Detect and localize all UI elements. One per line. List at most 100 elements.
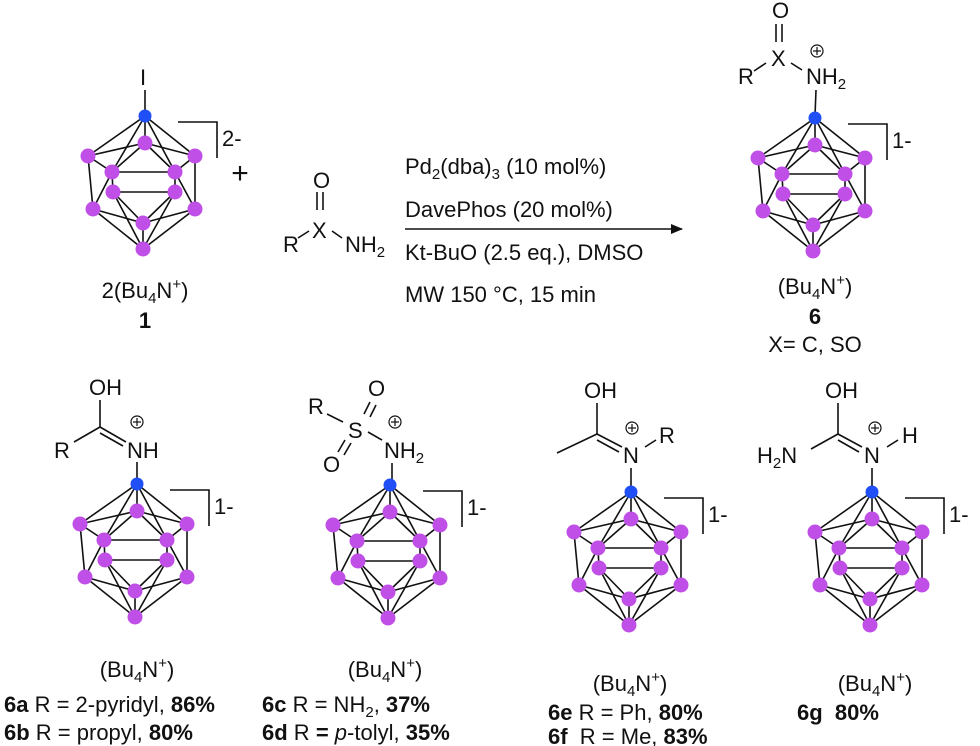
boron-vertex-atom xyxy=(857,203,873,219)
cage-edge xyxy=(87,115,146,157)
closo-cluster-6c: 1- xyxy=(325,478,487,626)
cage-edge xyxy=(134,559,168,618)
cage-edge xyxy=(112,191,144,250)
cage-edge xyxy=(92,208,144,250)
amine-label: NH2 xyxy=(806,64,846,93)
cage-edge xyxy=(87,155,94,210)
reactant-2-amide: O X R NH2 xyxy=(283,168,385,261)
boron-vertex-atom xyxy=(812,577,828,593)
counterion-label: (Bu4N+) xyxy=(593,669,668,700)
cage-edge xyxy=(871,491,903,549)
cluster-charge-label: 1- xyxy=(467,495,487,520)
cluster-charge-label: 1- xyxy=(708,502,728,527)
cage-edge xyxy=(144,115,176,173)
reactant-1-iodo-cluster: I 2- 2(Bu4N+) 1 xyxy=(80,65,242,333)
x-label: X xyxy=(771,46,786,71)
cage-edge xyxy=(103,483,138,541)
entry-6c: 6c R = NH2, 37% xyxy=(262,692,430,721)
r-label: R xyxy=(283,232,299,257)
boron-vertex-atom xyxy=(894,560,910,576)
boron-vertex-atom xyxy=(831,540,847,556)
x-label: X xyxy=(312,218,327,243)
closo-cluster-6g: 1- xyxy=(807,485,969,633)
cage-edge xyxy=(628,567,662,626)
boron-vertex-atom xyxy=(566,524,582,540)
cage-edge xyxy=(332,511,391,526)
cage-edge xyxy=(387,577,441,619)
boron-vertex-atom xyxy=(135,215,151,231)
compound-number-1: 1 xyxy=(139,308,151,333)
cage-edge xyxy=(84,576,136,592)
boron-vertex-atom xyxy=(382,504,398,520)
cage-edge xyxy=(332,524,339,579)
counterion-label: (Bu4N+) xyxy=(838,669,913,700)
cage-edge xyxy=(136,483,168,541)
bond xyxy=(73,426,101,443)
hydroxyl-label: OH xyxy=(825,378,858,403)
product-6: O X R NH2 1- (Bu4N+) 6 X= C, SO xyxy=(738,0,912,357)
oxygen-label: O xyxy=(313,168,330,193)
cage-edge xyxy=(814,117,846,175)
entry-6b: 6b R = propyl, 80% xyxy=(4,720,193,745)
boron-vertex-atom xyxy=(621,591,637,607)
boron-vertex-atom xyxy=(72,516,88,532)
cage-edge xyxy=(757,144,816,159)
carbon-vertex-atom xyxy=(865,485,879,499)
boron-vertex-atom xyxy=(775,186,791,202)
boron-vertex-atom xyxy=(412,533,428,549)
counterion-label: (Bu4N+) xyxy=(348,655,423,686)
closo-cluster-6a: 1- xyxy=(72,477,234,625)
bond xyxy=(369,404,377,418)
counterion-label: 2(Bu4N+) xyxy=(102,276,189,307)
boron-vertex-atom xyxy=(774,166,790,182)
boron-vertex-atom xyxy=(159,532,175,548)
iminium-n-label: N xyxy=(623,443,639,468)
cage-edge xyxy=(869,567,903,626)
cage-edge xyxy=(79,523,86,578)
x-n-bond xyxy=(790,62,803,71)
closo-cluster-6: 1- xyxy=(750,111,912,259)
carbon-vertex-atom xyxy=(624,485,638,499)
cage-edge xyxy=(762,210,814,226)
condition-base-solvent: Kt-BuO (2.5 eq.), DMSO xyxy=(405,240,643,265)
r-x-bond xyxy=(753,62,767,72)
bond xyxy=(363,401,371,415)
boron-vertex-atom xyxy=(137,135,153,151)
cage-edge xyxy=(337,577,389,593)
boron-vertex-atom xyxy=(832,560,848,576)
boron-vertex-atom xyxy=(432,517,448,533)
cage-edge xyxy=(871,491,923,533)
hydrogen-label: H xyxy=(902,423,918,448)
cage-edge xyxy=(387,560,421,619)
boron-vertex-atom xyxy=(914,577,930,593)
cage-edge xyxy=(628,584,682,626)
boron-vertex-atom xyxy=(97,552,113,568)
cluster-charge-label: 1- xyxy=(214,494,234,519)
cage-edge xyxy=(782,193,814,252)
cage-edge xyxy=(573,518,632,533)
positive-charge-icon xyxy=(810,44,824,58)
cage-edge xyxy=(630,491,682,533)
boron-vertex-atom xyxy=(653,540,669,556)
bond xyxy=(99,432,124,447)
boron-vertex-atom xyxy=(837,166,853,182)
condition-ligand: DavePhos (20 mol%) xyxy=(405,197,613,222)
cage-edge xyxy=(134,576,188,592)
positive-charge-icon xyxy=(625,421,639,435)
cage-edge xyxy=(389,484,421,542)
boron-vertex-atom xyxy=(894,540,910,556)
boron-vertex-atom xyxy=(805,217,821,233)
cage-edge xyxy=(762,210,814,252)
charge-bracket xyxy=(170,489,210,526)
boron-vertex-atom xyxy=(862,591,878,607)
counterion-label: (Bu4N+) xyxy=(100,655,175,686)
boron-vertex-atom xyxy=(621,617,637,633)
cage-edge xyxy=(757,157,764,212)
cage-edge xyxy=(628,584,682,600)
cage-edge xyxy=(573,531,580,586)
cluster-charge-label: 2- xyxy=(222,126,242,151)
cluster-charge-label: 1- xyxy=(949,502,969,527)
boron-vertex-atom xyxy=(412,553,428,569)
cage-edge xyxy=(337,577,389,619)
